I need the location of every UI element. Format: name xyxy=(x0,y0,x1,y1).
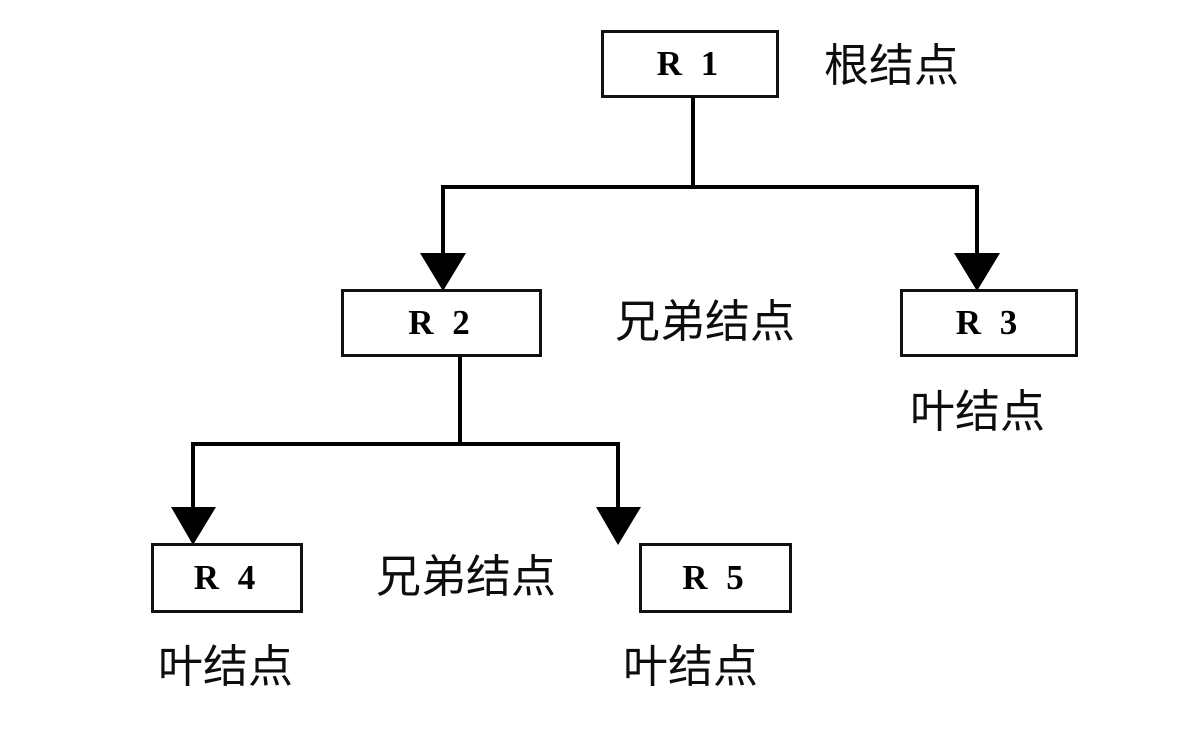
node-r3-label: R 3 xyxy=(955,302,1023,342)
node-r4-label: R 4 xyxy=(193,557,261,597)
node-r1[interactable]: R 1 xyxy=(601,30,779,98)
annotation-sibling-note-level1: 兄弟结点 xyxy=(615,295,796,348)
annotation-root-note: 根结点 xyxy=(824,39,960,92)
node-r4[interactable]: R 4 xyxy=(151,543,303,613)
arrowhead-r1-r3 xyxy=(954,253,1000,291)
node-r5[interactable]: R 5 xyxy=(639,543,792,613)
arrowhead-r2-r5 xyxy=(596,507,641,545)
node-r3[interactable]: R 3 xyxy=(900,289,1078,357)
node-r1-label: R 1 xyxy=(656,43,724,83)
annotation-leaf-note-r5: 叶结点 xyxy=(623,640,759,693)
node-r2[interactable]: R 2 xyxy=(341,289,542,357)
annotation-sibling-note-level2: 兄弟结点 xyxy=(376,550,557,603)
arrowhead-r2-r4 xyxy=(171,507,216,545)
annotation-leaf-note-r3: 叶结点 xyxy=(910,385,1046,438)
annotation-leaf-note-r4: 叶结点 xyxy=(158,640,294,693)
arrowhead-r1-r2 xyxy=(420,253,466,291)
node-r5-label: R 5 xyxy=(682,557,749,597)
node-r2-label: R 2 xyxy=(408,302,475,342)
